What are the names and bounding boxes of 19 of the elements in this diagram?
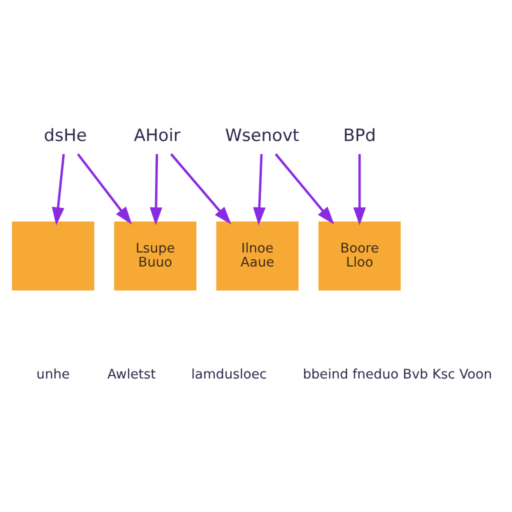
arrow — [170, 153, 232, 224]
arrow — [253, 154, 266, 226]
arrow — [52, 154, 65, 226]
arrow — [353, 154, 366, 226]
node-box: Boore Lloo — [318, 221, 401, 291]
node-box — [12, 221, 94, 291]
label: unhe — [36, 368, 70, 383]
label: lamdusloec — [191, 368, 267, 383]
node-box: Ilnoe Aaue — [216, 221, 299, 291]
arrow — [274, 153, 334, 225]
label: Awletst — [107, 368, 156, 383]
arrow — [150, 154, 162, 226]
node-text: AHoir — [134, 126, 180, 146]
node-text: Wsenovt — [225, 126, 300, 146]
node-text: BPd — [343, 126, 376, 146]
arrow — [76, 153, 132, 225]
node-box: Lsupe Buuo — [114, 221, 196, 291]
node-text: dsHe — [44, 126, 87, 146]
label: bbeind fneduo Bvb Ksc Voon — [302, 368, 492, 383]
